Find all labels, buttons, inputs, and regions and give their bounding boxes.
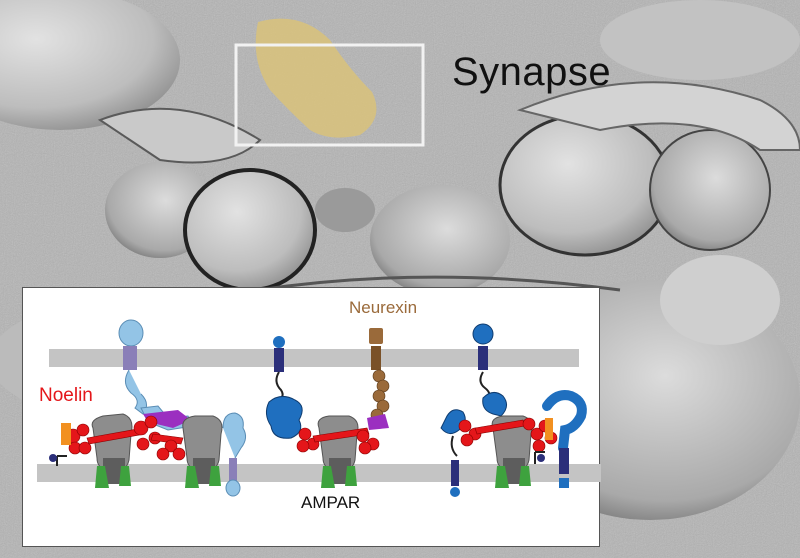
ampar-2-pore	[193, 458, 215, 484]
tarp-3a	[321, 466, 335, 488]
anchor-stub-right	[534, 451, 545, 464]
dark-blue-protein-body	[265, 396, 303, 439]
light-blue-protein-head	[118, 319, 144, 347]
dark-blue-linker	[275, 371, 284, 401]
noelin-cluster-middle	[296, 427, 380, 455]
noelin-cluster-left	[65, 415, 186, 461]
ampar-3-pore	[329, 458, 351, 484]
anchor-bead-right	[537, 454, 545, 462]
anchor-stub-left	[56, 455, 67, 466]
spine-head-right	[498, 113, 672, 257]
tarp-4a	[495, 466, 509, 488]
bouton-top-right	[600, 0, 800, 80]
neurexin-label: Neurexin	[349, 298, 418, 317]
dark-blue-anchor-post	[451, 460, 459, 486]
dark-blue-protein-head-2	[472, 323, 494, 345]
complex-middle	[265, 328, 390, 488]
complex-right	[440, 323, 587, 497]
neurexin-head	[369, 328, 383, 344]
dark-blue-anchor-2	[478, 346, 488, 370]
anchor-bead-left	[49, 454, 57, 462]
neurexin-beads	[370, 369, 390, 422]
dark-blue-hook-base	[559, 478, 569, 488]
shadow-center	[315, 188, 375, 232]
tarp-4b	[519, 466, 531, 486]
dark-blue-hook-anchor	[559, 448, 569, 474]
zoom-box	[234, 43, 425, 147]
dark-blue-anchor	[274, 348, 284, 372]
bouton-top-left	[0, 0, 180, 130]
ampar-4-pore	[503, 458, 525, 484]
dark-blue-hook-protein	[542, 390, 587, 453]
synapse-highlight	[255, 18, 377, 138]
noelin-label: Noelin	[39, 385, 93, 406]
schematic-diagram	[37, 319, 601, 497]
light-blue-head-post	[225, 479, 241, 497]
membrane-fold-right	[516, 81, 800, 151]
spine-head-center	[183, 168, 317, 292]
tarp-1a	[95, 466, 109, 488]
ampar-1-pore	[103, 458, 125, 484]
schematic-inset: Neurexin Noelin AMPAR	[22, 287, 601, 547]
vesicle-right	[649, 129, 771, 251]
purple-domain-middle	[367, 414, 389, 430]
ampar-label: AMPAR	[301, 493, 361, 512]
dendrite-center	[370, 185, 510, 295]
orange-domain-left	[61, 423, 71, 445]
tarp-1b	[119, 466, 131, 486]
postsynaptic-membrane	[37, 464, 601, 482]
orange-domain-right	[545, 418, 553, 440]
light-blue-anchor-post	[229, 458, 237, 482]
tarp-2b	[209, 466, 221, 486]
neurexin-stalk	[371, 346, 381, 370]
tarp-3b	[345, 466, 357, 486]
light-blue-protein-linker	[125, 369, 147, 415]
tarp-2a	[185, 466, 199, 488]
vesicle-lower-right	[660, 255, 780, 345]
complex-left	[49, 319, 247, 497]
presynaptic-membrane	[49, 349, 579, 367]
dark-blue-linker-post	[450, 435, 458, 457]
dark-blue-head-post	[450, 487, 460, 497]
light-blue-protein-anchor	[123, 346, 137, 370]
synapse-title: Synapse	[452, 50, 612, 94]
light-blue-protein-post	[222, 412, 247, 459]
dark-blue-protein-head	[273, 336, 285, 348]
membrane-fold-left	[97, 107, 262, 164]
dark-blue-protein-body-2	[482, 392, 507, 417]
